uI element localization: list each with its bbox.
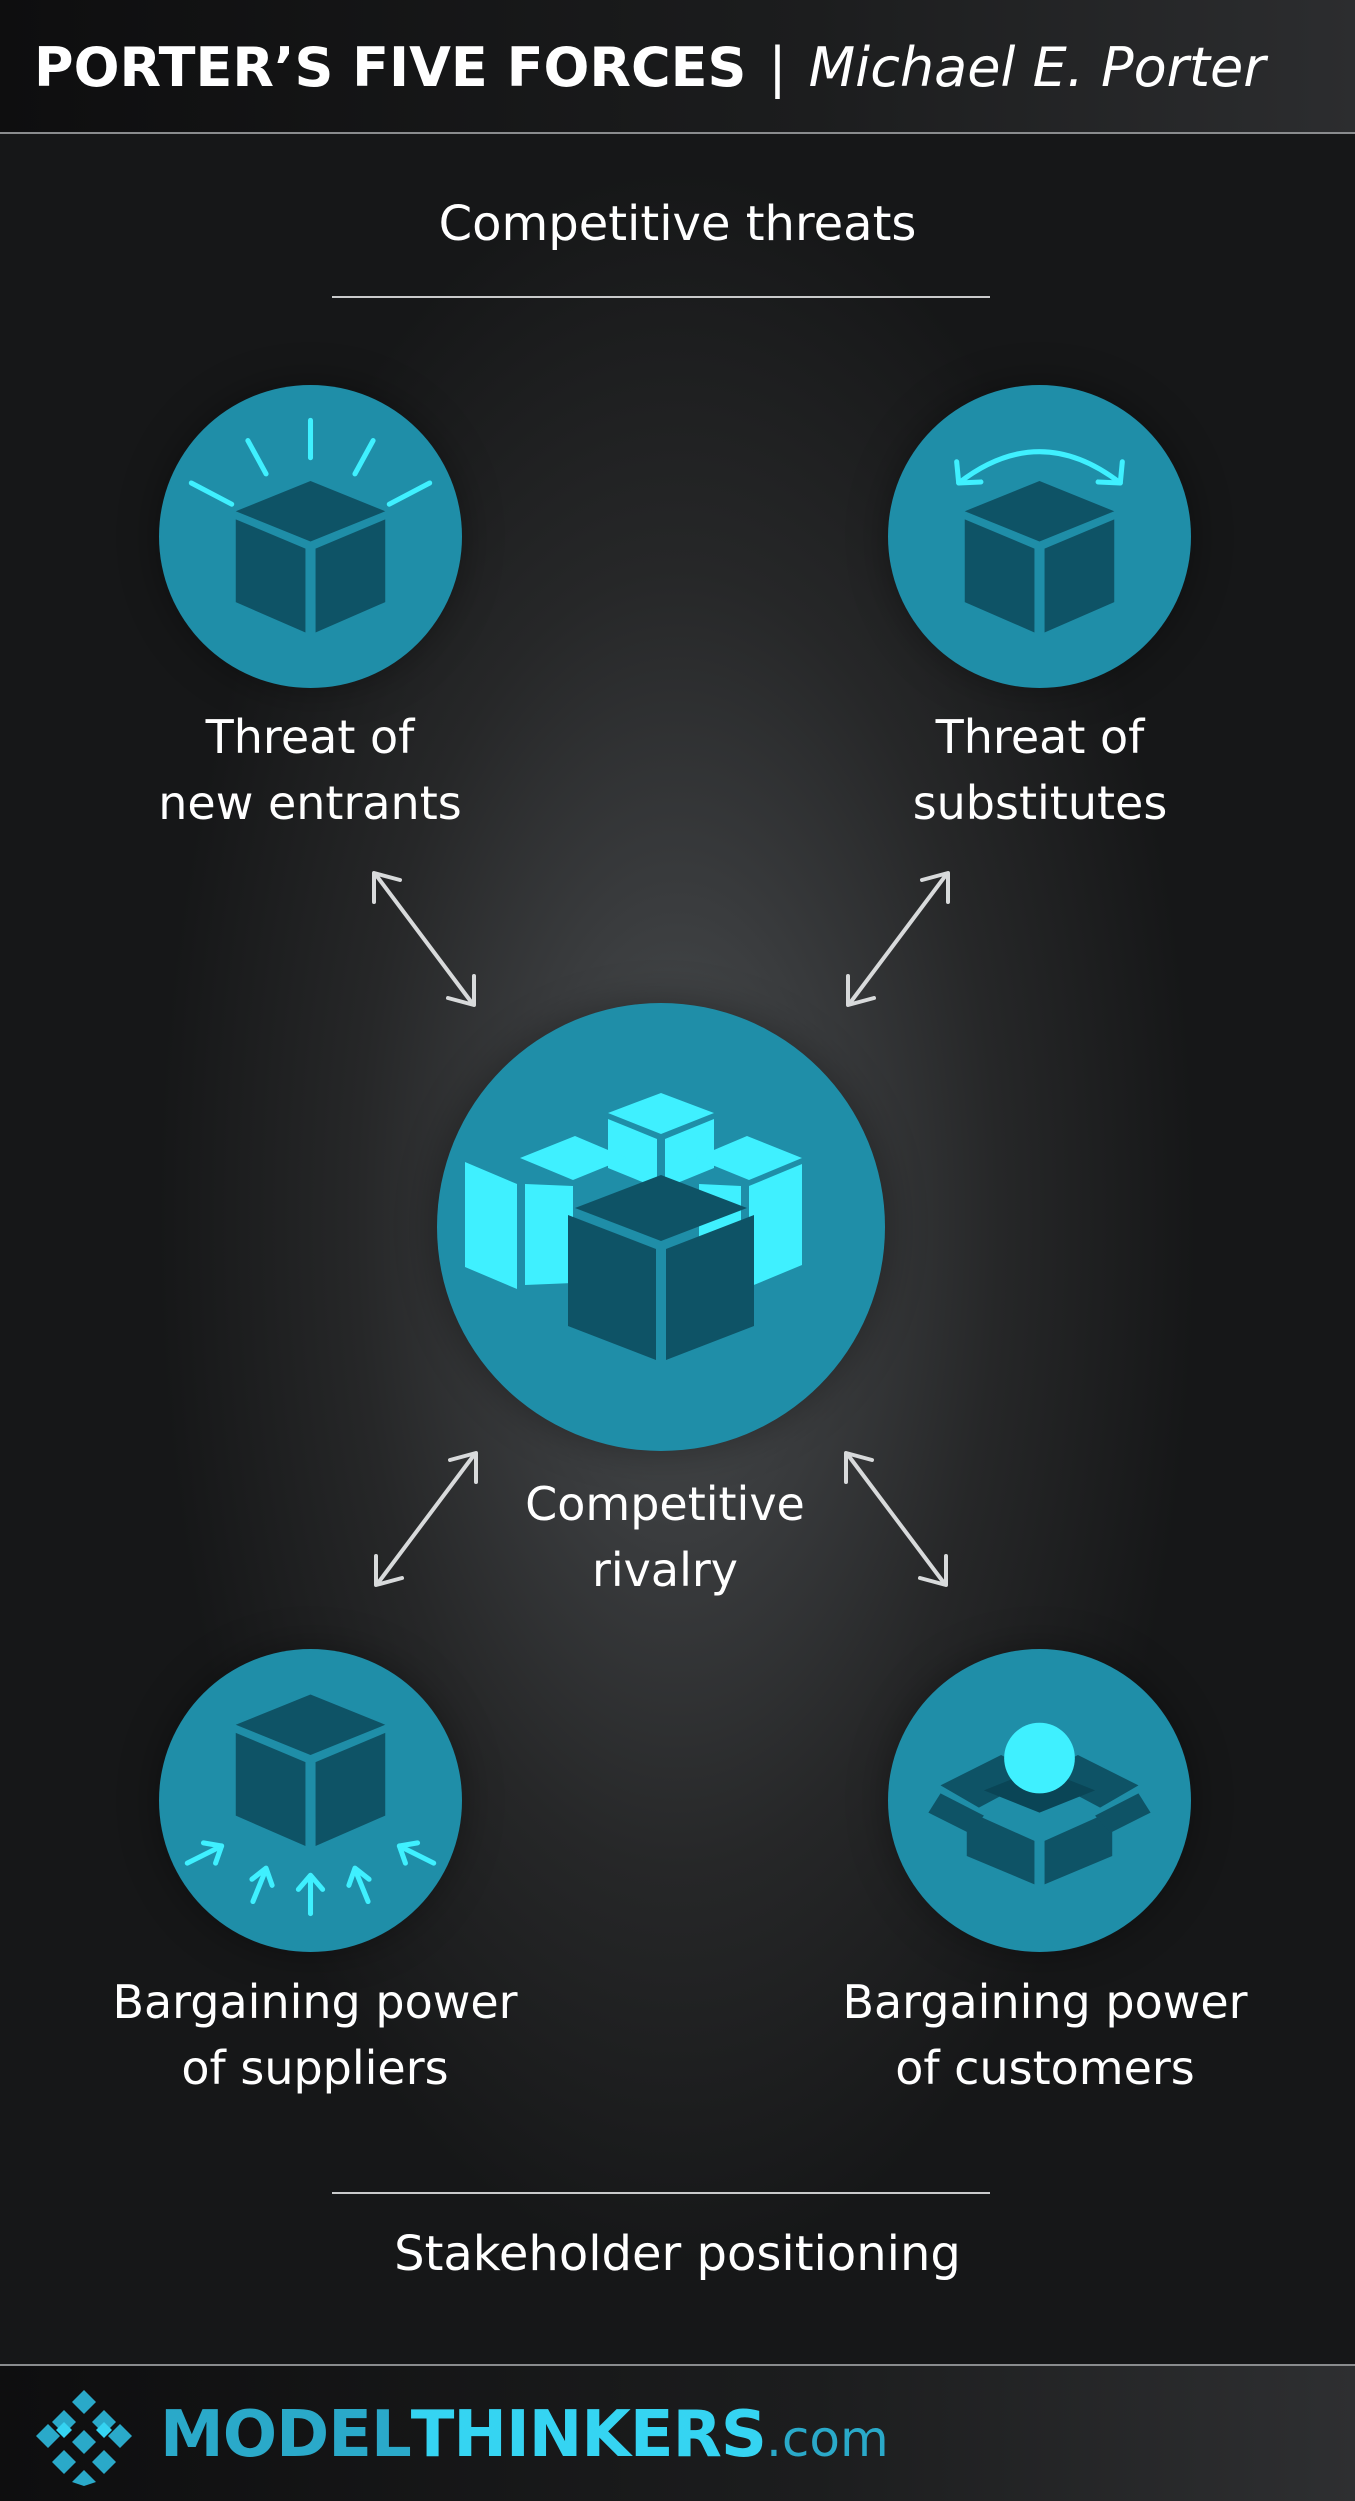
double-arrow-bottom-right	[844, 1451, 948, 1587]
new-entrants-label: Threat of new entrants	[110, 704, 510, 836]
new-entrants-line2: new entrants	[158, 776, 462, 830]
top-rule	[332, 296, 990, 298]
rivalry-line1: Competitive	[525, 1477, 805, 1531]
rivalry-line2: rivalry	[591, 1543, 739, 1597]
substitutes-circle	[888, 385, 1191, 688]
substitutes-line2: substitutes	[912, 776, 1168, 830]
suppliers-circle	[159, 1649, 462, 1952]
suppliers-line2: of suppliers	[181, 2041, 449, 2095]
box-with-rays-icon	[188, 417, 433, 633]
rivalry-circle	[437, 1003, 885, 1451]
customers-label: Bargaining power of customers	[810, 1969, 1280, 2101]
suppliers-label: Bargaining power of suppliers	[80, 1969, 550, 2101]
substitutes-line1: Threat of	[935, 710, 1145, 764]
customers-circle	[888, 1649, 1191, 1952]
title-separator: |	[768, 35, 787, 99]
suppliers-line1: Bargaining power	[112, 1975, 518, 2029]
substitutes-label: Threat of substitutes	[840, 704, 1240, 836]
footer-bar	[0, 2364, 1355, 2501]
customers-line1: Bargaining power	[842, 1975, 1248, 2029]
section-label-top: Competitive threats	[438, 196, 917, 252]
open-box-with-ball-icon	[928, 1722, 1151, 1885]
footer-divider	[0, 2364, 1355, 2366]
new-entrants-line1: Threat of	[205, 710, 415, 764]
diamond-grid-logo-icon	[36, 2390, 132, 2486]
logo-dotcom: .com	[766, 2410, 889, 2468]
customers-line2: of customers	[895, 2041, 1195, 2095]
header-bar	[0, 0, 1355, 132]
title-main: PORTER’S FIVE FORCES	[34, 35, 747, 99]
bottom-rule	[332, 2192, 990, 2194]
double-arrow-top-left	[372, 871, 476, 1007]
logo-model: MODEL	[160, 2398, 412, 2472]
title-author: Michael E. Porter	[808, 35, 1266, 99]
double-arrow-bottom-left	[374, 1451, 478, 1587]
new-entrants-circle	[159, 385, 462, 688]
rivalry-label: Competitive rivalry	[465, 1471, 865, 1603]
section-label-bottom: Stakeholder positioning	[394, 2226, 961, 2282]
page-title: PORTER’S FIVE FORCES | Michael E. Porter	[34, 30, 1265, 104]
logo-thinkers: THINKERS	[410, 2398, 767, 2472]
header-divider	[0, 132, 1355, 134]
double-arrow-top-right	[846, 871, 950, 1007]
cluster-of-boxes-icon	[465, 1093, 802, 1360]
box-with-inward-arrows-icon	[184, 1694, 437, 1917]
site-logo[interactable]: MODEL THINKERS .com	[160, 2398, 889, 2478]
box-with-swap-arrow-icon	[954, 449, 1125, 633]
